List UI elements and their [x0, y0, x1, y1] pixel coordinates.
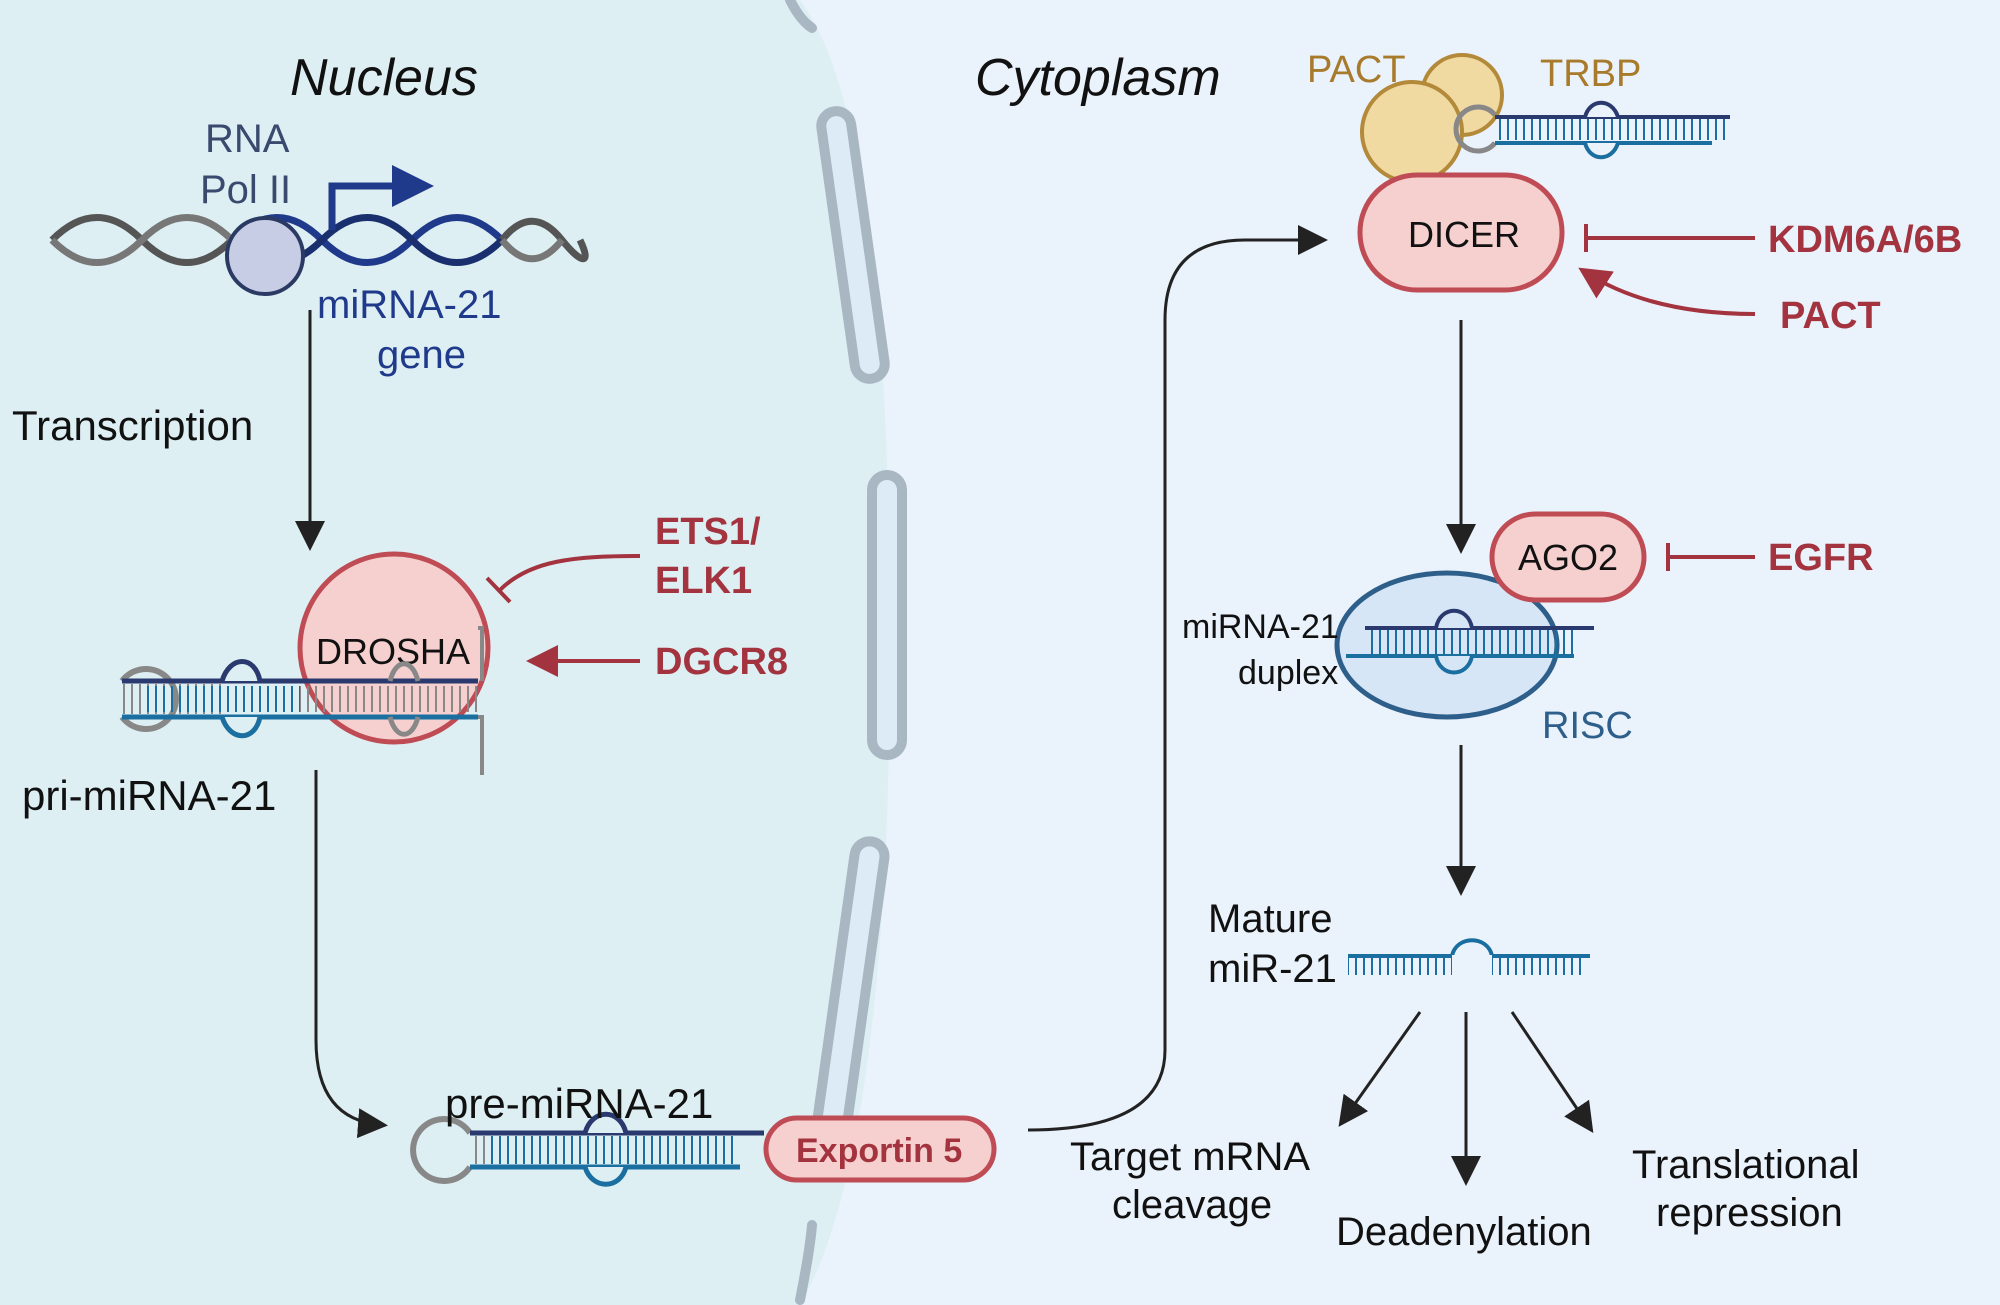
pri-mirna-label: pri-miRNA-21 — [22, 772, 276, 819]
exportin-5 — [763, 1115, 997, 1183]
trbp-label: TRBP — [1540, 53, 1641, 95]
outcome-repression-2: repression — [1656, 1191, 1843, 1235]
pri-mirna-hairpin — [119, 626, 484, 775]
mature-label-2: miR-21 — [1208, 947, 1337, 991]
regulator-pact: PACT — [1780, 295, 1881, 337]
ets1-elk1-inhibition-line — [498, 554, 641, 592]
ago2-protein — [1489, 511, 1647, 603]
ets1-elk1-inhibition-bar — [485, 576, 512, 604]
outcome-arrow-repression — [1510, 1011, 1594, 1133]
dicer-label: DICER — [1408, 214, 1520, 255]
pact-activation-arrow — [1578, 267, 1756, 316]
pre-mirna-hairpin — [410, 1111, 764, 1187]
outcome-deadenylation: Deadenylation — [1336, 1210, 1592, 1254]
pre-mirna-label: pre-miRNA-21 — [445, 1080, 713, 1127]
mature-label-1: Mature — [1208, 897, 1333, 941]
nucleus-title: Nucleus — [290, 49, 478, 107]
export-arrow — [1027, 225, 1328, 1132]
drosha-label: DROSHA — [316, 631, 470, 672]
outcome-cleavage-1: Target mRNA — [1070, 1135, 1310, 1179]
gene-label-1: miRNA-21 — [317, 283, 501, 327]
trbp-protein — [1360, 80, 1464, 184]
outcome-repression-1: Translational — [1632, 1143, 1860, 1187]
regulator-egfr: EGFR — [1768, 537, 1874, 579]
duplex-label-1: miRNA-21 — [1182, 608, 1339, 646]
regulator-dgcr8: DGCR8 — [655, 641, 788, 683]
rna-pol-label-2: Pol II — [200, 168, 291, 212]
to-pre-mirna-arrow — [314, 770, 388, 1139]
nuclear-membrane — [785, 0, 907, 1305]
regulator-ets1: ETS1/ — [655, 511, 761, 553]
outcome-cleavage-2: cleavage — [1112, 1183, 1272, 1227]
regulator-kdm6: KDM6A/6B — [1768, 219, 1962, 261]
dicer-substrate-hairpin — [1453, 100, 1730, 160]
rna-pol-label-1: RNA — [205, 117, 290, 161]
mirna-duplex — [1346, 608, 1594, 675]
rna-pol-ii — [225, 216, 305, 296]
pact-complex-label: PACT — [1307, 49, 1406, 91]
transcription-label: Transcription — [12, 402, 253, 449]
gene-label-2: gene — [377, 333, 466, 377]
transcription-start-arrow — [328, 165, 434, 230]
risc-label: RISC — [1542, 705, 1633, 747]
duplex-label-2: duplex — [1238, 654, 1338, 692]
cytoplasm-title: Cytoplasm — [975, 49, 1221, 107]
dicer-enzyme — [1357, 172, 1565, 293]
outcome-arrow-cleavage — [1338, 1011, 1422, 1127]
ago2-label: AGO2 — [1518, 537, 1618, 578]
regulator-elk1: ELK1 — [655, 560, 752, 602]
exportin-5-label: Exportin 5 — [796, 1132, 962, 1170]
mature-mir21-strand — [1348, 938, 1590, 977]
